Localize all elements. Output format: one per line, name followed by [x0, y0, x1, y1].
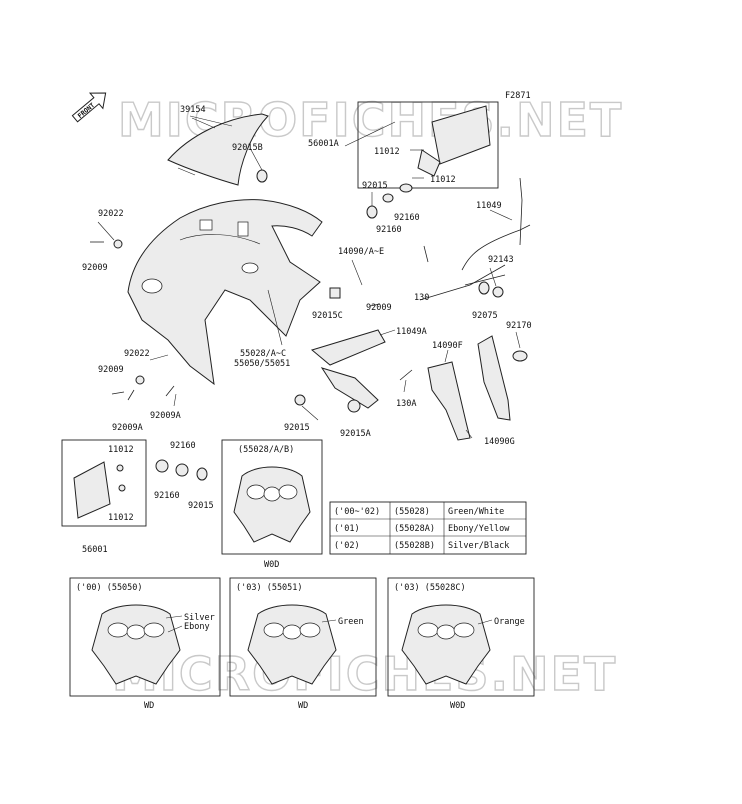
table-row-0-year: ('00~'02): [334, 507, 380, 517]
label-11012-top: 11012: [374, 147, 400, 157]
label-56001A: 56001A: [308, 139, 339, 149]
label-14090G: 14090G: [484, 437, 515, 447]
label-55050-55051: 55050/55051: [234, 359, 290, 369]
label-14090AE: 14090/A~E: [338, 247, 384, 257]
table-row-0-color: Green/White: [448, 507, 504, 517]
left-mirror-box: [61, 439, 147, 527]
mirror-left-part: [73, 461, 111, 519]
inner-cover-right-part: [477, 335, 511, 421]
table-row-2-color: Silver/Black: [448, 541, 509, 551]
label-14090F: 14090F: [432, 341, 463, 351]
label-11012-d: 11012: [108, 513, 134, 523]
variant-2-title: ('03) (55028C): [394, 583, 466, 593]
label-92015A: 92015A: [340, 429, 371, 439]
inset-main-box: [221, 439, 323, 555]
label-92075: 92075: [472, 311, 498, 321]
label-130A: 130A: [396, 399, 416, 409]
variant-0-callout-1: Silver: [184, 613, 215, 623]
label-92170: 92170: [506, 321, 532, 331]
upper-fairing-part: [127, 199, 323, 386]
label-92015B: 92015B: [232, 143, 263, 153]
mirror-box: [357, 101, 499, 189]
front-arrow-icon: FRONT: [71, 92, 107, 123]
label-11012-c: 11012: [108, 445, 134, 455]
table-row-1-color: Ebony/Yellow: [448, 524, 510, 534]
label-92009: 92009: [82, 263, 108, 273]
watermark-bottom: MICROFICHES.NET: [112, 647, 617, 701]
table-row-0-code: (55028): [394, 507, 430, 517]
label-92160-a: 92160: [394, 213, 420, 223]
label-92015-b: 92015: [284, 423, 310, 433]
fairing-stay-part: [461, 224, 531, 286]
variant-1-callout-1: Green: [338, 617, 364, 627]
label-92160-b: 92160: [376, 225, 402, 235]
grommet-group: [155, 459, 208, 481]
label-92009A-b: 92009A: [112, 423, 143, 433]
variant-1-title: ('03) (55051): [236, 583, 303, 593]
leader-lines: [97, 115, 521, 439]
label-92015: 92015: [362, 181, 388, 191]
variant-box-0: ('00) (55050) Silver Ebony WD: [69, 577, 221, 711]
variant-box-2: ('03) (55028C) Orange W0D: [387, 577, 535, 711]
label-92143: 92143: [488, 255, 514, 265]
label-92009-c: 92009: [98, 365, 124, 375]
variant-0-title: ('00) (55050): [76, 583, 143, 593]
variant-2-callout-1: Orange: [494, 617, 525, 627]
label-92015-c: 92015: [188, 501, 214, 511]
label-11012-bottom: 11012: [430, 175, 456, 185]
label-11049A: 11049A: [396, 327, 427, 337]
color-table: ('00~'02) (55028) Green/White ('01) (550…: [329, 501, 527, 555]
variant-1-tag: WD: [298, 701, 308, 711]
variant-2-tag: W0D: [450, 701, 465, 711]
bracket-part: [310, 329, 386, 366]
label-92009A: 92009A: [150, 411, 181, 421]
label-130: 130: [414, 293, 429, 303]
table-row-1-year: ('01): [334, 524, 360, 534]
inner-cover-left-part: [427, 361, 471, 441]
inset-main-title: (55028/A/B): [238, 445, 294, 455]
variant-0-callout-2: Ebony: [184, 622, 210, 632]
diagram-code: F2871: [505, 91, 531, 101]
windshield-part: [167, 113, 269, 186]
label-92022-b: 92022: [124, 349, 150, 359]
label-92160-c: 92160: [170, 441, 196, 451]
inset-main-fairing: [233, 466, 311, 543]
label-56001: 56001: [82, 545, 108, 555]
variant-box-1: ('03) (55051) Green WD: [229, 577, 377, 711]
inset-main-tag: W0D: [264, 560, 279, 570]
fasteners: [90, 169, 504, 413]
label-11049: 11049: [476, 201, 502, 211]
table-row-2-code: (55028B): [394, 541, 435, 551]
label-92015C: 92015C: [312, 311, 343, 321]
label-92160-d: 92160: [154, 491, 180, 501]
table-row-1-code: (55028A): [394, 524, 435, 534]
table-row-2-year: ('02): [334, 541, 360, 551]
label-92022: 92022: [98, 209, 124, 219]
variant-0-tag: WD: [144, 701, 154, 711]
grommet-part: [512, 350, 528, 362]
label-92009-b: 92009: [366, 303, 392, 313]
label-55028AC: 55028/A~C: [240, 349, 286, 359]
mirror-right-part: [431, 105, 491, 165]
label-39154: 39154: [180, 105, 206, 115]
